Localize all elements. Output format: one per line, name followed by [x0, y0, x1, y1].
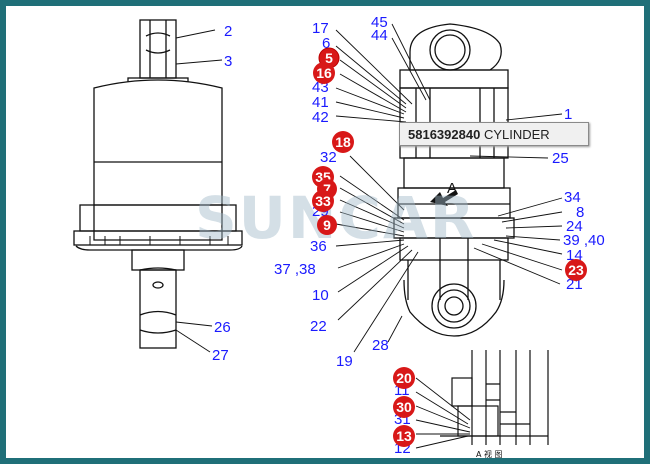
- label-17: 17: [312, 20, 329, 37]
- label-1: 1: [564, 106, 572, 123]
- label-42: 42: [312, 109, 329, 126]
- label-a: A: [447, 180, 457, 197]
- svg-text:13: 13: [396, 428, 412, 444]
- svg-text:33: 33: [315, 193, 331, 209]
- highlight-23: 23: [565, 259, 587, 281]
- highlight-30: 30: [393, 396, 415, 418]
- label-10: 10: [312, 287, 329, 304]
- svg-text:23: 23: [568, 262, 584, 278]
- label-6: 6: [322, 35, 330, 52]
- label-8: 8: [576, 204, 584, 221]
- highlight-13: 13: [393, 425, 415, 447]
- detail-caption: A 视 图: [476, 449, 503, 459]
- svg-text:9: 9: [323, 217, 331, 233]
- label-3: 3: [224, 53, 232, 70]
- highlight-20: 20: [393, 367, 415, 389]
- label-22: 22: [310, 318, 327, 335]
- left-leaders: [175, 29, 223, 353]
- right-leaders: [335, 23, 563, 353]
- view-a-arrow: [430, 190, 458, 206]
- highlight-9: 9: [317, 215, 337, 235]
- label-19: 19: [336, 353, 353, 370]
- label-28: 28: [372, 337, 389, 354]
- label-36: 36: [310, 238, 327, 255]
- detail-leaders: [415, 377, 471, 449]
- svg-text:20: 20: [396, 370, 412, 386]
- highlight-16: 16: [313, 62, 335, 84]
- detail-view-a: [440, 350, 549, 445]
- label-27: 27: [212, 347, 229, 364]
- watermark: SUNCAR: [195, 184, 477, 252]
- highlight-33: 33: [312, 190, 334, 212]
- label-45: 45: [371, 14, 388, 31]
- part-tooltip: 5816392840 CYLINDER: [399, 122, 589, 146]
- label-24: 24: [566, 218, 583, 235]
- label-34: 34: [564, 189, 581, 206]
- label-25: 25: [552, 150, 569, 167]
- label-44: 44: [371, 27, 388, 44]
- svg-text:7: 7: [323, 181, 331, 197]
- left-cylinder: [73, 19, 243, 349]
- highlight-18: 18: [332, 131, 354, 153]
- label-39-40: 39 ,40: [563, 232, 605, 249]
- svg-text:16: 16: [316, 65, 332, 81]
- svg-text:18: 18: [335, 134, 351, 150]
- label-26: 26: [214, 319, 231, 336]
- tooltip-part-name: CYLINDER: [483, 127, 550, 142]
- svg-text:5: 5: [325, 50, 333, 66]
- svg-text:30: 30: [396, 399, 412, 415]
- label-37-38: 37 ,38: [274, 261, 316, 278]
- label-32: 32: [320, 149, 337, 166]
- tooltip-part-number: 5816392840: [408, 127, 481, 142]
- label-41: 41: [312, 94, 329, 111]
- label-2: 2: [224, 23, 232, 40]
